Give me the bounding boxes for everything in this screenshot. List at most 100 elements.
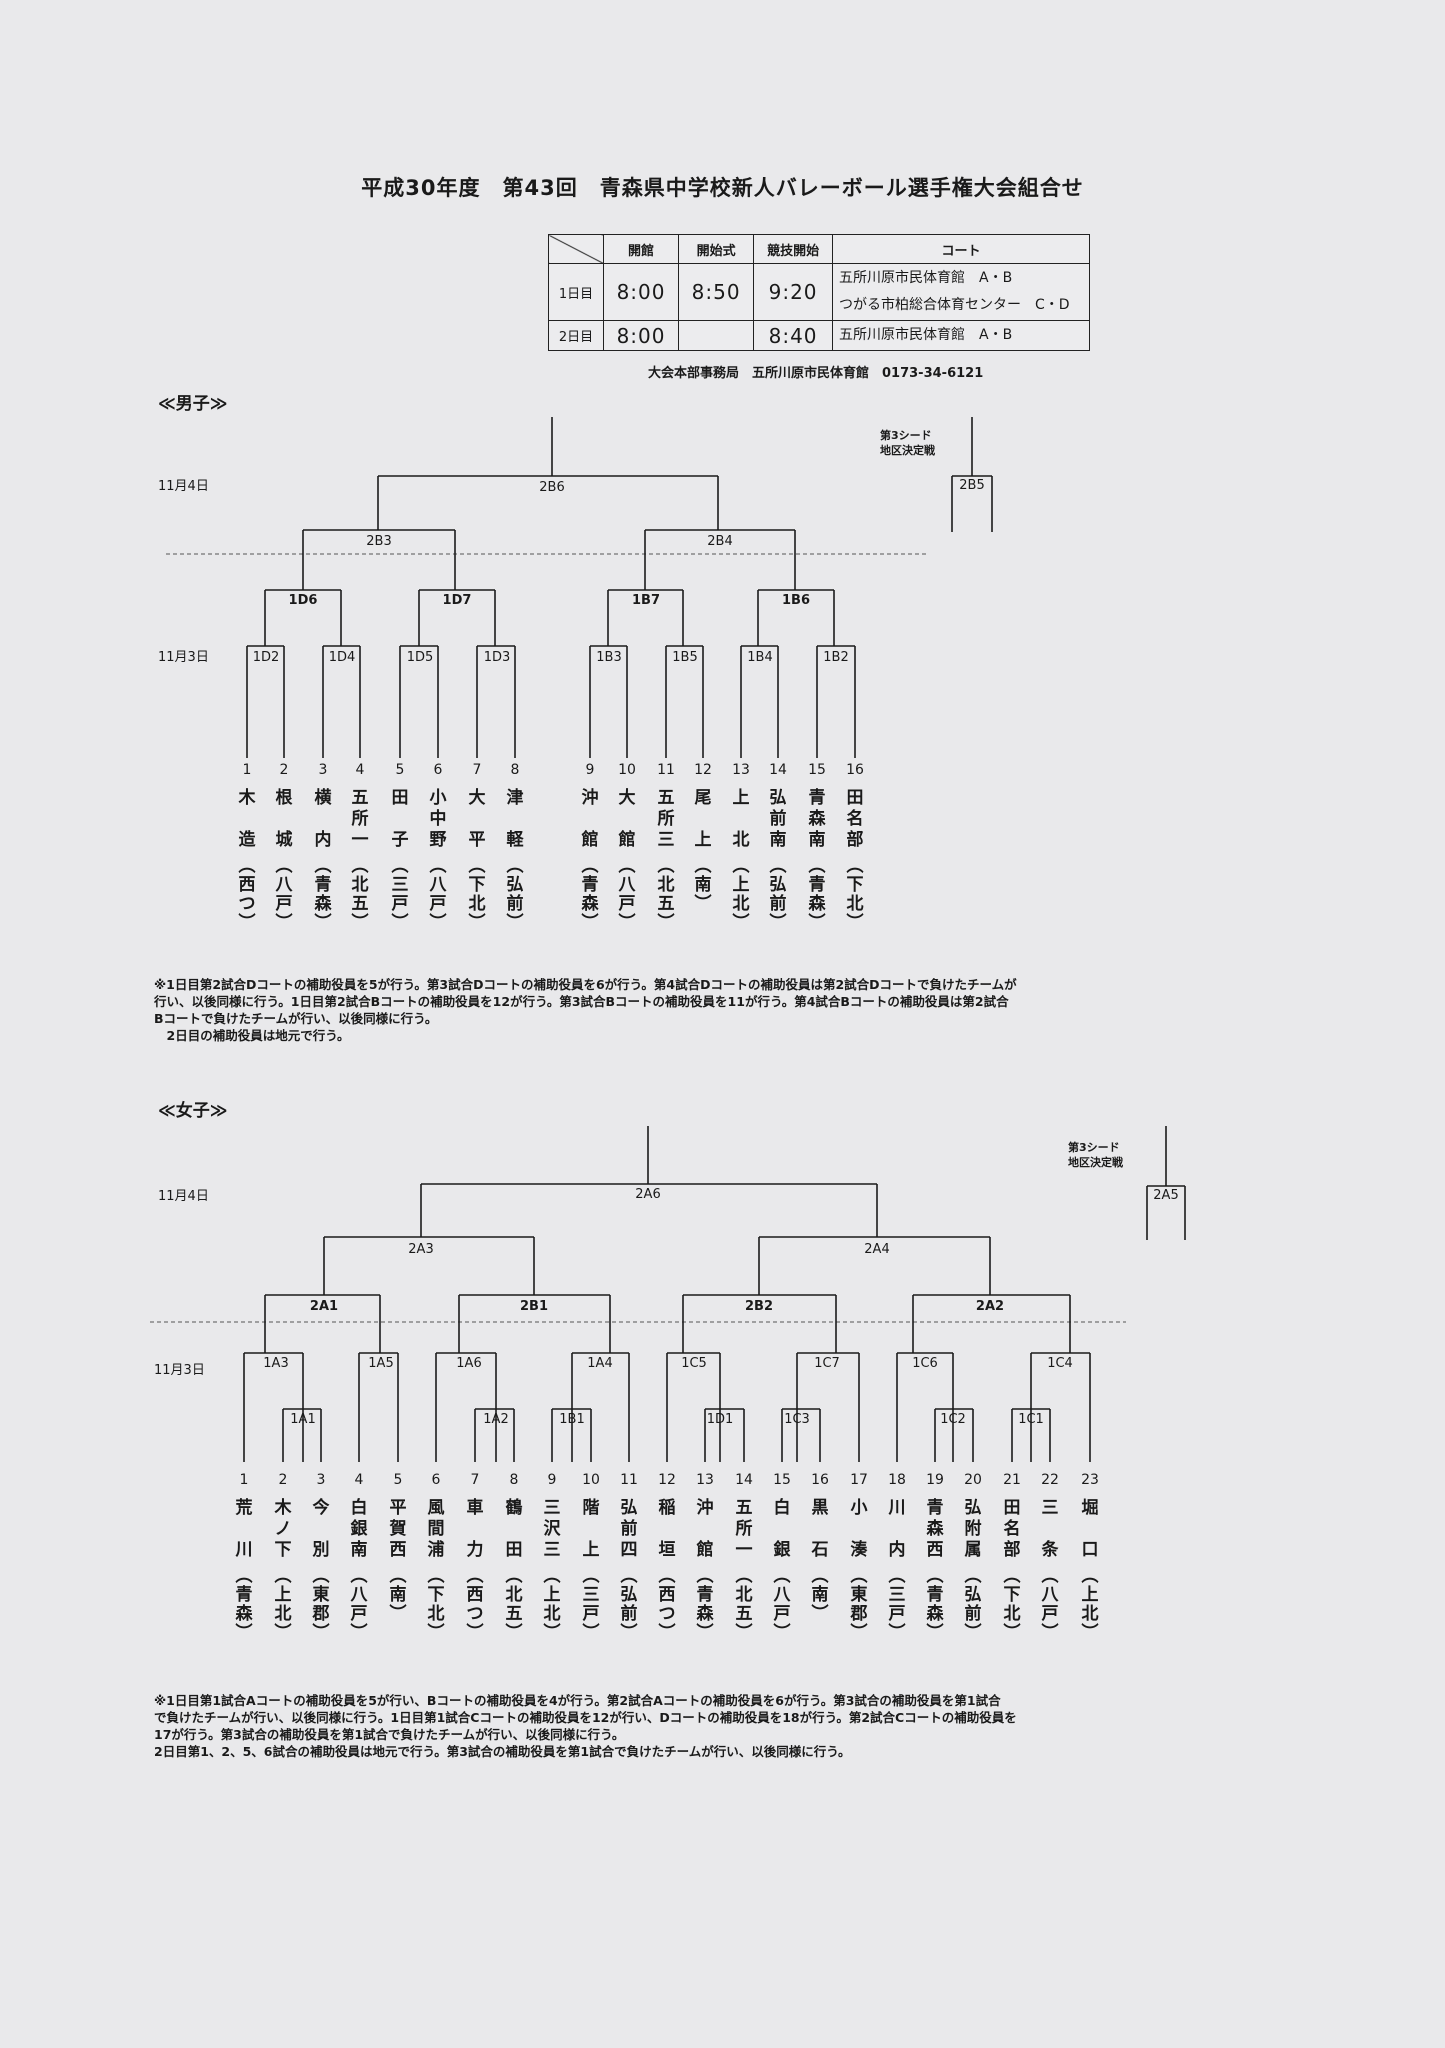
team-number: 1 [242, 762, 252, 778]
team-number: 16 [846, 762, 864, 778]
team-area: ︵弘前︶ [620, 1566, 638, 1643]
team-number: 17 [850, 1472, 868, 1488]
team-name: 風間浦 [427, 1498, 445, 1560]
boys-section-label: ≪男子≫ [158, 394, 228, 414]
note-line: ※1日目第1試合Aコートの補助役員を5が行い、Bコートの補助役員を4が行う。第2… [154, 1693, 1001, 1708]
match-label-round1: 1A3 [263, 1356, 289, 1371]
team-area: ︵東郡︶ [850, 1566, 868, 1643]
match-label-semi: 2B4 [707, 534, 733, 549]
team-number: 16 [811, 1472, 829, 1488]
team-number: 4 [355, 762, 365, 778]
team-name: 大平 [468, 788, 486, 850]
team-number: 3 [316, 1472, 326, 1488]
ceremony-time: 8:50 [678, 263, 755, 321]
team-number: 14 [735, 1472, 753, 1488]
day-cell: 2日目 [548, 320, 604, 351]
team-area: ︵青森︶ [696, 1566, 714, 1643]
team-number: 22 [1041, 1472, 1059, 1488]
team-name: 田名部 [846, 788, 864, 850]
team-area: ︵八戸︶ [350, 1566, 368, 1643]
team-number: 8 [510, 762, 520, 778]
team-name: 黒石 [811, 1498, 829, 1560]
hq-contact: 大会本部事務局 五所川原市民体育館 0173-34-6121 [648, 366, 984, 381]
team-number: 20 [964, 1472, 982, 1488]
start-time: 8:40 [753, 320, 833, 351]
team-name: 五所三 [657, 788, 675, 850]
girls-seed-note: 第3シード 地区決定戦 [1068, 1140, 1123, 1170]
match-label-round1: 1D4 [328, 650, 356, 665]
team-number: 23 [1081, 1472, 1099, 1488]
team-name: 三沢三 [543, 1498, 561, 1560]
match-label-round1: 1C6 [912, 1356, 938, 1371]
match-label-quarter: 2B2 [745, 1299, 773, 1314]
team-area: ︵上北︶ [543, 1566, 561, 1643]
team-name: 根城 [275, 788, 293, 850]
boys-seed-note: 第3シード 地区決定戦 [880, 428, 935, 458]
team-name: 沖館 [581, 788, 599, 850]
team-number: 12 [694, 762, 712, 778]
team-number: 9 [585, 762, 595, 778]
seed-note-line: 地区決定戦 [1068, 1156, 1123, 1169]
match-label-round1: 1D3 [483, 650, 511, 665]
team-name: 田子 [391, 788, 409, 850]
match-label-round1: 1D2 [252, 650, 280, 665]
team-name: 小湊 [850, 1498, 868, 1560]
match-label-round1: 1A5 [368, 1356, 394, 1371]
girls-date-day1: 11月3日 [154, 1363, 205, 1378]
team-area: ︵三戸︶ [582, 1566, 600, 1643]
open-time: 8:00 [602, 320, 680, 351]
team-number: 5 [395, 762, 405, 778]
note-line: ※1日目第2試合Dコートの補助役員を5が行う。第3試合Dコートの補助役員を6が行… [154, 977, 1017, 992]
match-label-semi: 2A4 [864, 1242, 890, 1257]
match-label-final: 2B6 [539, 480, 565, 495]
team-number: 5 [393, 1472, 403, 1488]
team-number: 11 [657, 762, 675, 778]
team-area: ︵北五︶ [505, 1566, 523, 1643]
team-name: 三条 [1041, 1498, 1059, 1560]
team-number: 15 [808, 762, 826, 778]
team-name: 尾上 [694, 788, 712, 850]
team-area: ︵西つ︶ [658, 1566, 676, 1643]
schedule-header-row: 開館 開始式 競技開始 コート [548, 234, 1090, 264]
court-cell: 五所川原市民体育館 A・B つがる市柏総合体育センター C・D [832, 263, 1090, 321]
team-area: ︵三戸︶ [888, 1566, 906, 1643]
team-name: 階上 [582, 1498, 600, 1560]
team-name: 稲垣 [658, 1498, 676, 1560]
team-area: ︵西つ︶ [238, 856, 256, 933]
note-line: 2日目の補助役員は地元で行う。 [154, 1028, 350, 1043]
note-line: Bコートで負けたチームが行い、以後同様に行う。 [154, 1011, 438, 1026]
court-cell: 五所川原市民体育館 A・B [832, 320, 1090, 351]
note-line: 2日目第1、2、5、6試合の補助役員は地元で行う。第3試合の補助役員を第1試合で… [154, 1744, 851, 1759]
team-area: ︵下北︶ [468, 856, 486, 933]
team-number: 15 [773, 1472, 791, 1488]
team-area: ︵青森︶ [235, 1566, 253, 1643]
document-title: 平成30年度 第43回 青森県中学校新人バレーボール選手権大会組合せ [361, 176, 1084, 200]
match-label-quarter: 1B7 [632, 593, 660, 608]
match-label-quarter: 1B6 [782, 593, 810, 608]
team-area: ︵弘前︶ [964, 1566, 982, 1643]
team-name: 車力 [466, 1498, 484, 1560]
team-area: ︵南︶ [811, 1566, 829, 1624]
note-line: 行い、以後同様に行う。1日目第2試合Bコートの補助役員を12が行う。第3試合Bコ… [154, 994, 1009, 1009]
schedule-row-day1: 1日目 8:00 8:50 9:20 五所川原市民体育館 A・B つがる市柏総合… [548, 263, 1090, 321]
diagonal-header-cell [548, 234, 604, 264]
match-label-prelim: 1C2 [940, 1412, 966, 1427]
team-name: 五所一 [735, 1498, 753, 1560]
team-area: ︵八戸︶ [773, 1566, 791, 1643]
team-area: ︵弘前︶ [769, 856, 787, 933]
team-name: 大館 [618, 788, 636, 850]
